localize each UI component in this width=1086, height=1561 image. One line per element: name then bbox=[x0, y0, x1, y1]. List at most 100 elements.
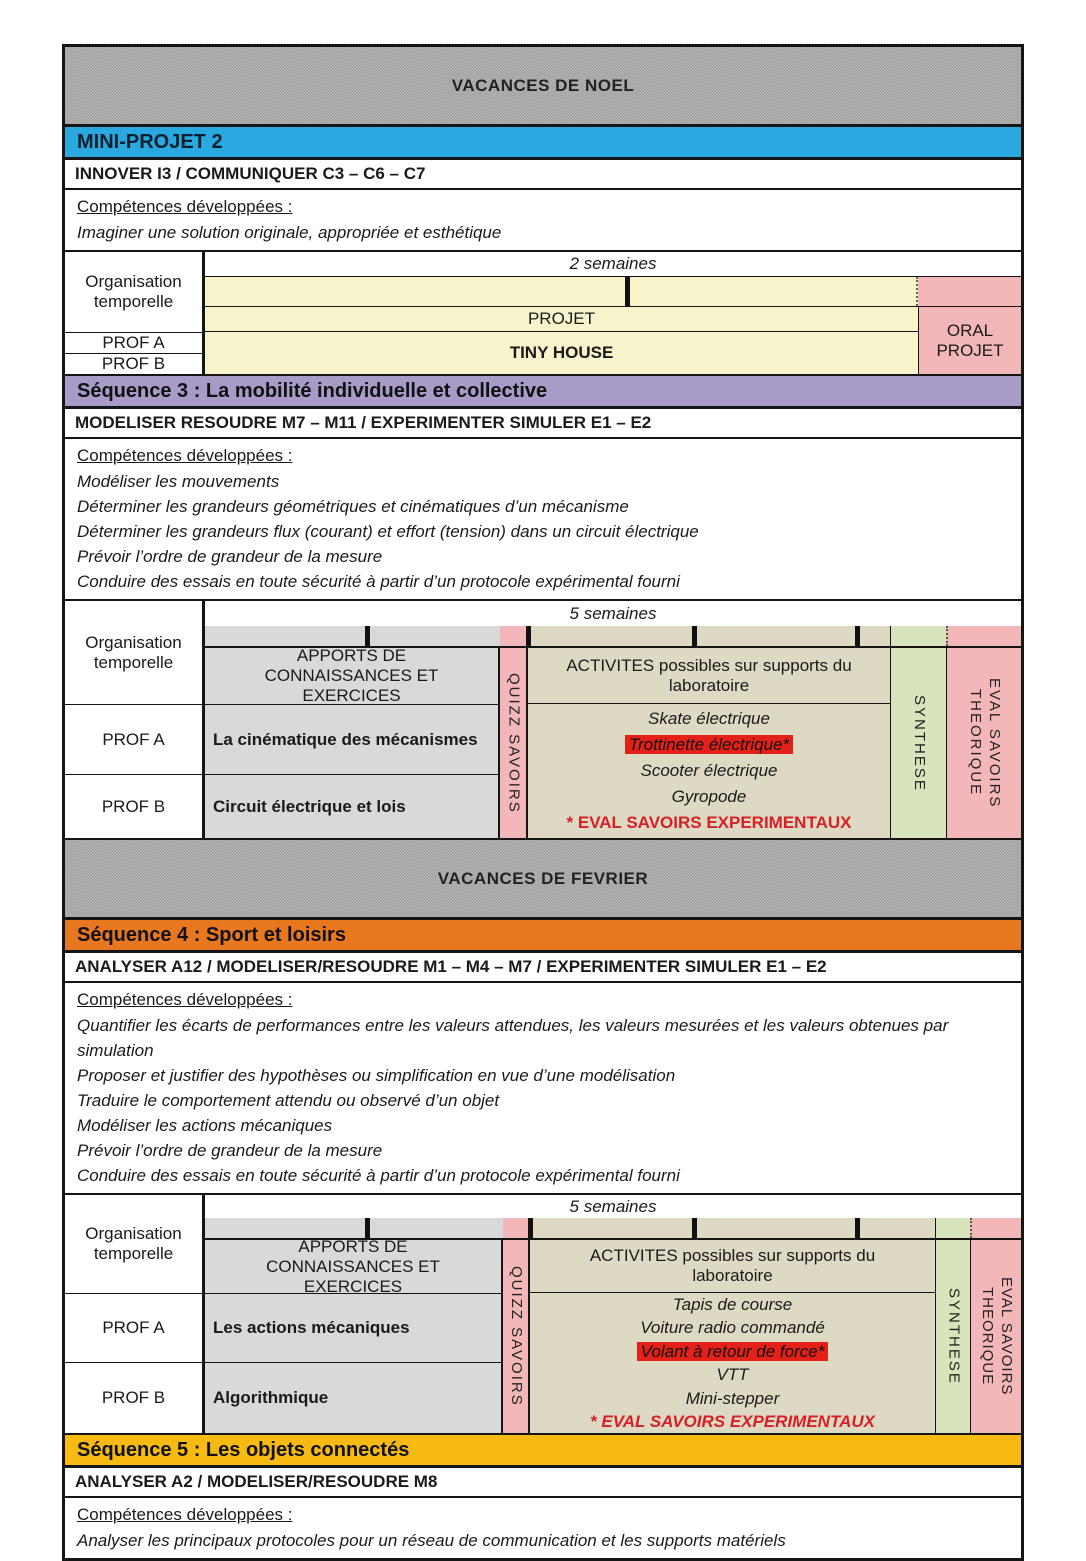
activity-item-highlighted: Trottinette électrique* bbox=[624, 732, 794, 758]
week-tick bbox=[625, 277, 630, 306]
theorique-line: THEORIQUE bbox=[979, 1287, 996, 1386]
duration-cell: 2 semaines bbox=[205, 252, 1021, 277]
quizz-savoirs-label: QUIZZ SAVOIRS bbox=[505, 672, 523, 814]
projet-cell: PROJET bbox=[205, 307, 918, 332]
sequence4-table: Organisation temporelle 5 semaines APPOR… bbox=[65, 1195, 1021, 1435]
prof-a-cell: PROF A bbox=[65, 1293, 205, 1362]
mini-projet-band: MINI-PROJET 2 bbox=[65, 127, 1021, 160]
activity-text: Tapis de course bbox=[672, 1294, 793, 1314]
timeline-segment-activites bbox=[528, 626, 890, 646]
competence-item: Analyser les principaux protocoles pour … bbox=[77, 1531, 786, 1550]
activity-text: VTT bbox=[716, 1365, 749, 1384]
sequence5-skills-header: ANALYSER A2 / MODELISER/RESOUDRE M8 bbox=[65, 1468, 1021, 1498]
timeline-segment-quizz bbox=[500, 626, 528, 646]
planning-document: VACANCES DE NOEL MINI-PROJET 2 INNOVER I… bbox=[62, 44, 1024, 1561]
eval-savoirs-theorique-label: EVAL SAVOIRS THEORIQUE bbox=[977, 1277, 1015, 1395]
duration-label: 2 semaines bbox=[569, 254, 657, 273]
project-name-cell: TINY HOUSE bbox=[205, 332, 918, 374]
timeline-strip bbox=[205, 1218, 1021, 1240]
week-tick bbox=[365, 1218, 370, 1238]
sequence4-band: Séquence 4 : Sport et loisirs bbox=[65, 920, 1021, 953]
sequence5-band: Séquence 5 : Les objets connectés bbox=[65, 1435, 1021, 1468]
sequence5-competences: Compétences développées : Analyser les p… bbox=[65, 1498, 1021, 1558]
timeline-segment-synthese bbox=[890, 626, 946, 646]
timeline-segment-eval bbox=[970, 1218, 1021, 1238]
theorique-line: THEORIQUE bbox=[967, 689, 984, 797]
prof-a-topic-cell: La cinématique des mécanismes bbox=[205, 704, 500, 774]
eval-experimentaux-note: * EVAL SAVOIRS EXPERIMENTAUX bbox=[590, 1412, 875, 1431]
prof-b-cell: PROF B bbox=[65, 774, 205, 838]
prof-a-topic-label: Les actions mécaniques bbox=[213, 1318, 410, 1337]
mini-projet-competences: Compétences développées : Imaginer une s… bbox=[65, 190, 1021, 252]
activity-text: Voiture radio commandé bbox=[640, 1318, 825, 1337]
quizz-savoirs-label: QUIZZ SAVOIRS bbox=[507, 1266, 525, 1407]
activites-header-cell: ACTIVITES possibles sur supports du labo… bbox=[530, 1240, 935, 1293]
timeline-segment-activites bbox=[530, 1218, 935, 1238]
sequence3-skills-header: MODELISER RESOUDRE M7 – M11 / EXPERIMENT… bbox=[65, 409, 1021, 439]
eval-savoirs-line: EVAL SAVOIRS bbox=[997, 1277, 1015, 1396]
activity-item: Mini-stepper bbox=[686, 1387, 780, 1411]
quizz-savoirs-cell: QUIZZ SAVOIRS bbox=[503, 1240, 530, 1433]
sequence4-skills-text: ANALYSER A12 / MODELISER/RESOUDRE M1 – M… bbox=[75, 957, 827, 976]
duration-label: 5 semaines bbox=[569, 1196, 657, 1216]
activites-header-cell: ACTIVITES possibles sur supports du labo… bbox=[528, 648, 890, 704]
timeline-strip bbox=[205, 277, 1021, 307]
prof-b-topic-label: Circuit électrique et lois bbox=[213, 796, 406, 816]
project-name-label: TINY HOUSE bbox=[509, 343, 614, 362]
mini-projet-skills-text: INNOVER I3 / COMMUNIQUER C3 – C6 – C7 bbox=[75, 164, 426, 183]
synthese-cell: SYNTHESE bbox=[935, 1240, 970, 1433]
synthese-cell: SYNTHESE bbox=[890, 648, 946, 838]
timeline-segment-synthese bbox=[935, 1218, 970, 1238]
week-tick bbox=[365, 626, 370, 646]
activity-text: Trottinette électrique* bbox=[624, 735, 794, 754]
mini-projet-skills-header: INNOVER I3 / COMMUNIQUER C3 – C6 – C7 bbox=[65, 160, 1021, 190]
duration-label: 5 semaines bbox=[569, 603, 657, 623]
activity-item: Voiture radio commandé bbox=[640, 1316, 825, 1340]
prof-b-label: PROF B bbox=[101, 354, 166, 373]
competences-label: Compétences développées : bbox=[77, 446, 293, 465]
vacances-noel-label: VACANCES DE NOEL bbox=[451, 75, 635, 95]
org-temporelle-cell: Organisation temporelle bbox=[65, 1195, 205, 1293]
prof-b-topic-cell: Circuit électrique et lois bbox=[205, 774, 500, 838]
activity-text: Mini-stepper bbox=[685, 1388, 780, 1408]
timeline-segment-apports bbox=[205, 626, 500, 646]
prof-a-cell: PROF A bbox=[65, 332, 205, 353]
timeline-segment-apports bbox=[205, 1218, 503, 1238]
synthese-label: SYNTHESE bbox=[945, 1288, 963, 1385]
prof-b-topic-cell: Algorithmique bbox=[205, 1362, 503, 1433]
competence-item: Traduire le comportement attendu ou obse… bbox=[77, 1091, 500, 1110]
prof-a-label: PROF A bbox=[102, 1318, 165, 1337]
oral-projet-label: ORAL PROJET bbox=[936, 320, 1004, 360]
sequence5-skills-text: ANALYSER A2 / MODELISER/RESOUDRE M8 bbox=[75, 1472, 438, 1491]
eval-savoirs-theorique-cell: EVAL SAVOIRS THEORIQUE bbox=[946, 648, 1021, 838]
competence-item: Modéliser les mouvements bbox=[77, 472, 280, 491]
apports-header-cell: APPORTS DE CONNAISSANCES ET EXERCICES bbox=[205, 646, 500, 705]
competence-item: Modéliser les actions mécaniques bbox=[77, 1116, 333, 1135]
activites-header-label: ACTIVITES possibles sur supports du labo… bbox=[566, 655, 852, 695]
oral-projet-cell: ORAL PROJET bbox=[918, 307, 1021, 374]
activities-list: Tapis de course Voiture radio commandé V… bbox=[530, 1293, 935, 1433]
prof-b-cell: PROF B bbox=[65, 1362, 205, 1433]
week-tick bbox=[528, 1218, 533, 1238]
timeline-segment-quizz bbox=[503, 1218, 530, 1238]
activity-item: Scooter électrique bbox=[640, 758, 777, 784]
prof-a-topic-cell: Les actions mécaniques bbox=[205, 1293, 503, 1362]
apports-header-label: APPORTS DE CONNAISSANCES ET EXERCICES bbox=[266, 1236, 440, 1296]
sequence3-table: Organisation temporelle 5 semaines APPOR… bbox=[65, 601, 1021, 840]
eval-savoirs-theorique-cell: EVAL SAVOIRS THEORIQUE bbox=[970, 1240, 1021, 1433]
competence-item: Conduire des essais en toute sécurité à … bbox=[77, 1166, 680, 1185]
activity-item-highlighted: Volant à retour de force* bbox=[636, 1340, 829, 1364]
prof-b-label: PROF B bbox=[101, 1388, 166, 1407]
eval-savoirs-theorique-label: EVAL SAVOIRS THEORIQUE bbox=[965, 678, 1003, 808]
activites-header-label: ACTIVITES possibles sur supports du labo… bbox=[589, 1246, 876, 1285]
competences-label: Compétences développées : bbox=[77, 197, 293, 216]
activity-item: Tapis de course bbox=[673, 1293, 792, 1317]
eval-experimentaux-note: * EVAL SAVOIRS EXPERIMENTAUX bbox=[566, 813, 852, 832]
competence-item: Conduire des essais en toute sécurité à … bbox=[77, 572, 680, 591]
timeline-strip bbox=[205, 626, 1021, 648]
mini-projet-title: MINI-PROJET 2 bbox=[77, 130, 223, 153]
vacances-fevrier-label: VACANCES DE FEVRIER bbox=[437, 868, 649, 888]
timeline-segment-projet bbox=[205, 277, 918, 306]
mini-projet-table: Organisation temporelle 2 semaines PROJE… bbox=[65, 252, 1021, 376]
competence-item: Déterminer les grandeurs flux (courant) … bbox=[77, 522, 699, 541]
